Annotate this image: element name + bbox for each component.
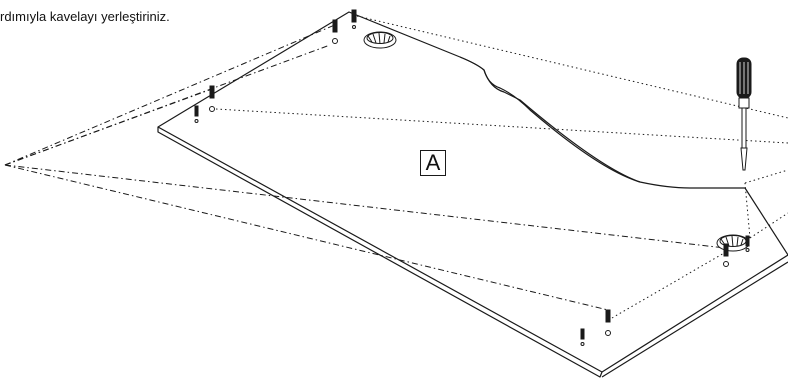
guide-line	[357, 16, 788, 118]
dowel-icon	[606, 310, 611, 336]
panel-a	[158, 12, 788, 377]
panel-right-edge	[602, 262, 788, 377]
guide-line	[745, 170, 788, 183]
dotted-guides	[216, 16, 788, 318]
guide-line	[5, 165, 725, 248]
panel-cutout-edge	[460, 57, 640, 182]
panel-front-edge	[158, 127, 602, 377]
dowel-icon	[352, 10, 356, 29]
screwdriver-icon	[737, 58, 751, 170]
guide-line	[745, 183, 750, 238]
guide-line	[750, 213, 788, 238]
dowel-icon	[746, 236, 749, 252]
dowel-icon	[581, 329, 584, 346]
dashdot-guides	[5, 24, 725, 310]
instruction-text: rdımıyla kavelayı yerleştiriniz.	[0, 9, 170, 24]
dowel-icon	[210, 86, 215, 112]
panel-top-face	[158, 12, 788, 372]
guide-line	[5, 45, 330, 165]
guide-line	[5, 165, 608, 310]
guide-line	[5, 24, 337, 165]
cam-lock-icon	[717, 235, 749, 251]
guide-line	[216, 109, 788, 143]
dowel-icon	[195, 106, 198, 123]
dowel-icon	[333, 20, 338, 44]
dowel-icon	[724, 244, 729, 267]
panel-label: A	[420, 150, 446, 176]
cam-lock-icon	[364, 32, 396, 48]
